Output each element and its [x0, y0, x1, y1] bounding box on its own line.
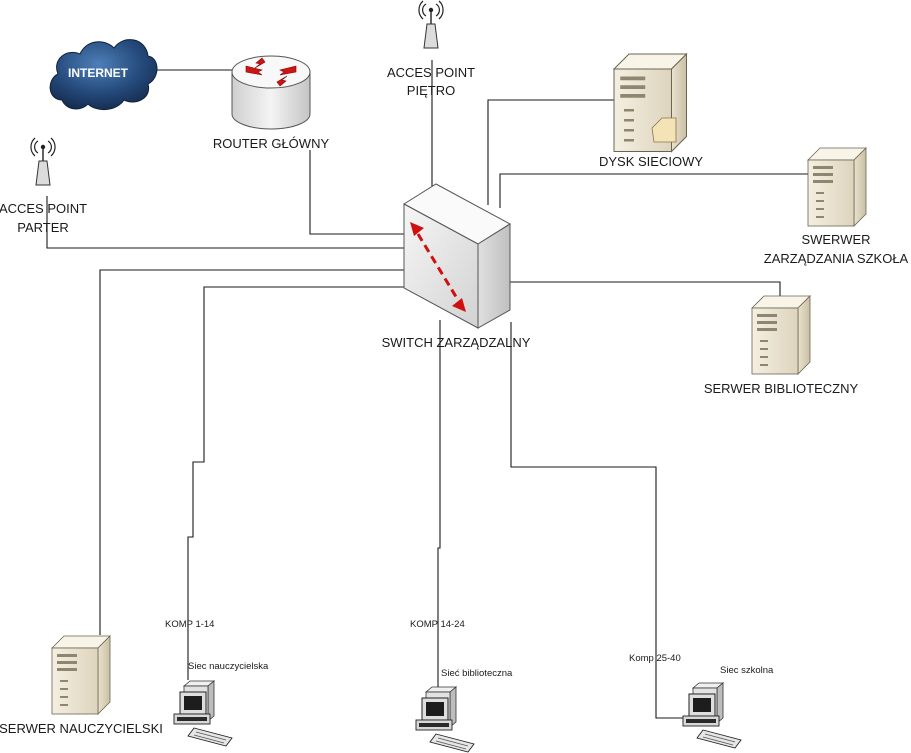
router: ROUTER GŁÓWNY: [213, 55, 330, 151]
managed-switch: SWITCH ZARZĄDZALNY: [382, 183, 531, 350]
pc-teachers-network: Siec nauczycielska: [188, 661, 269, 672]
pc-teachers-range: KOMP 1-14: [165, 619, 214, 630]
connection-lines: [46, 60, 810, 719]
wire-teacher-pcs-switch: [187, 286, 404, 680]
router-label: ROUTER GŁÓWNY: [213, 136, 330, 151]
access-point-floor: ACCES POINT PIĘTRO: [387, 0, 475, 98]
ap-ground-label-line1: ACCES POINT: [0, 201, 87, 216]
wire-school-pcs-switch: [510, 322, 683, 719]
switch-label: SWITCH ZARZĄDZALNY: [382, 335, 531, 350]
pc-library-range: KOMP 14-24: [410, 619, 465, 630]
library-server: SERWER BIBLIOTECZNY: [704, 295, 859, 396]
access-point-ground: ACCES POINT PARTER: [0, 137, 87, 235]
management-server: SWERWER ZARZĄDZANIA SZKOŁA: [764, 147, 909, 266]
wire-library-server-switch: [510, 281, 781, 312]
pc-school-range: Komp 25-40: [629, 653, 681, 664]
desktop-computer-icon: [415, 686, 475, 753]
network-storage: DYSK SIECIOWY: [599, 53, 703, 169]
ap-floor-label-line2: PIĘTRO: [407, 83, 455, 98]
teacher-server: SERWER NAUCZYCIELSKI: [0, 635, 163, 736]
desktop-computer-icon: [682, 682, 742, 749]
nas-label: DYSK SIECIOWY: [599, 154, 703, 169]
server-icon: [613, 53, 688, 153]
library-server-label: SERWER BIBLIOTECZNY: [704, 381, 859, 396]
pc-group-teachers: KOMP 1-14 Siec nauczycielska: [165, 619, 269, 747]
wire-library-pcs-switch: [437, 320, 441, 695]
switch-icon: [403, 183, 511, 329]
internet-label: INTERNET: [68, 66, 129, 80]
ap-ground-label-line2: PARTER: [17, 220, 69, 235]
cloud-icon: [49, 39, 158, 110]
router-icon: [231, 55, 311, 130]
wire-ap-ground-switch: [46, 196, 404, 249]
antenna-icon: [418, 0, 444, 49]
wire-mgmt-server-switch: [499, 173, 810, 208]
wire-router-switch: [309, 150, 404, 235]
mgmt-server-label-line1: SWERWER: [801, 232, 870, 247]
mgmt-server-label-line2: ZARZĄDZANIA SZKOŁA: [764, 251, 909, 266]
antenna-icon: [30, 137, 56, 186]
internet-cloud: INTERNET: [49, 39, 158, 110]
pc-group-library: KOMP 14-24 Sieć biblioteczna: [410, 619, 513, 753]
wire-nas-switch: [487, 99, 614, 205]
pc-library-network: Sieć biblioteczna: [441, 668, 513, 679]
wire-teacher-server-switch: [99, 269, 404, 635]
ap-floor-label-line1: ACCES POINT: [387, 65, 475, 80]
server-icon: [751, 295, 811, 375]
desktop-computer-icon: [173, 680, 233, 747]
pc-school-network: Siec szkolna: [720, 665, 774, 676]
teacher-server-label: SERWER NAUCZYCIELSKI: [0, 721, 163, 736]
server-icon: [51, 635, 111, 715]
pc-group-school: Komp 25-40 Siec szkolna: [629, 653, 774, 749]
server-icon: [807, 147, 867, 227]
